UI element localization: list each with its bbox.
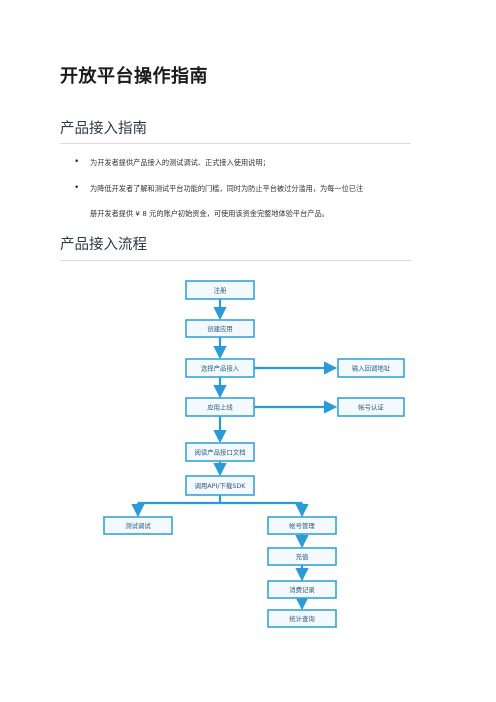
node-read-docs [185,442,255,462]
node-register [185,280,255,300]
node-call-api [185,475,255,496]
node-consume-record-label: 消费记录 [289,585,315,594]
node-register-label: 注册 [214,286,227,295]
node-stats-query-label: 统计查询 [289,614,315,623]
bullet-text-continued: 册开发者提供 ¥ 8 元的账户初始资金，可使用该资金完整地体验平台产品。 [90,209,329,218]
node-app-online [185,397,255,417]
section-heading-access-flow: 产品接入流程 [60,237,147,253]
section-heading-access-guide: 产品接入指南 [60,121,147,137]
node-account-manage-label: 帐号管理 [289,521,315,530]
node-test-debug [103,516,173,535]
document-title: 开放平台操作指南 [60,66,208,87]
node-consume-record [267,580,337,599]
node-recharge [267,547,337,566]
node-account-verify-label: 帐号认证 [358,403,384,412]
node-account-verify [337,397,405,417]
node-input-callback-label: 输入回调地址 [352,364,391,373]
node-test-debug-label: 测试调试 [125,521,151,530]
node-app-online-label: 应用上线 [207,403,233,412]
bullet-text: 为降低开发者了解和测试平台功能的门槛，同时为防止平台被过分滥用，为每一位已注 [90,184,364,193]
node-read-docs-label: 阅读产品接口文档 [194,448,245,457]
flow-connectors [131,299,338,611]
node-input-callback [337,358,405,378]
node-create-app [185,319,255,338]
section-divider [60,143,411,144]
node-account-manage [267,516,337,535]
bullet-dot: • [74,157,80,167]
node-recharge-label: 充值 [296,552,309,561]
node-stats-query [267,609,337,628]
bullet-dot: • [74,183,80,193]
section-divider [60,260,411,261]
node-select-product [185,358,255,378]
node-call-api-label: 调用API/下载SDK [195,481,247,490]
node-create-app-label: 创建应用 [207,324,233,333]
node-select-product-label: 选择产品接入 [201,364,240,373]
bullet-text: 为开发者提供产品接入的测试调试、正式接入使用说明； [90,158,270,167]
